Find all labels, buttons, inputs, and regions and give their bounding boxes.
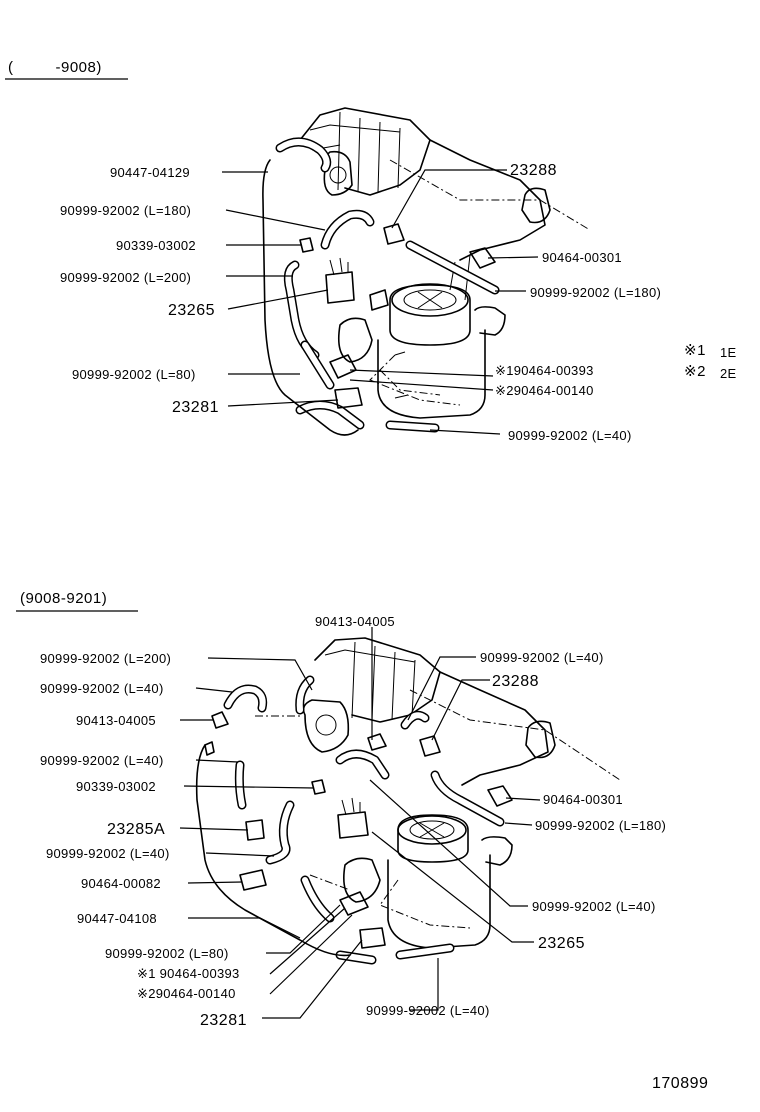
label-90999-92002-L80: 90999-92002 (L=80) [105,946,229,961]
label-90999-92002-L40-b: 90999-92002 (L=40) [40,753,164,768]
label-23288: 23288 [492,673,539,690]
label-23265: 23265 [168,302,215,319]
label-90339-03002: 90339-03002 [116,238,196,253]
label-90464-00082: 90464-00082 [81,876,161,891]
label-90464-00140: ※290464-00140 [137,986,236,1001]
legend-text-1: 1E [720,345,737,360]
hoses-2 [195,675,513,965]
legend: ※1 1E ※2 2E [684,342,737,381]
label-90447-04129: 90447-04129 [110,165,190,180]
label-23265: 23265 [538,935,585,952]
label-90447-04108: 90447-04108 [77,911,157,926]
label-90999-92002-L40-bottom: 90999-92002 (L=40) [366,1003,490,1018]
label-90339-03002: 90339-03002 [76,779,156,794]
label-23281: 23281 [200,1012,247,1029]
phantom-lines-2 [255,689,621,929]
leaders-2 [179,627,541,1019]
label-90999-92002-L200: 90999-92002 (L=200) [40,651,171,666]
label-90999-92002-L80: 90999-92002 (L=80) [72,367,196,382]
label-90464-00140: ※290464-00140 [495,383,594,398]
label-90999-92002-L40-c: 90999-92002 (L=40) [46,846,170,861]
section-2-header: (9008-9201) [20,590,107,607]
phantom-lines-1 [369,159,591,406]
label-90999-92002-L180-b: 90999-92002 (L=180) [530,285,661,300]
label-90999-92002-L200: 90999-92002 (L=200) [60,270,191,285]
leaders-1 [222,169,539,435]
legend-text-2: 2E [720,366,737,381]
label-90464-00301: 90464-00301 [542,250,622,265]
label-90413-04005-top: 90413-04005 [315,614,395,629]
label-90464-00393: ※1 90464-00393 [137,966,240,981]
label-90464-00301: 90464-00301 [543,792,623,807]
diagram-code: 170899 [652,1075,708,1092]
label-90464-00393: ※190464-00393 [495,363,594,378]
legend-mark-2: ※2 [684,363,706,380]
label-23288: 23288 [510,162,557,179]
label-90999-92002-L180-a: 90999-92002 (L=180) [60,203,191,218]
label-90999-92002-L40-a: 90999-92002 (L=40) [40,681,164,696]
label-23285A: 23285A [107,821,165,838]
label-90999-92002-L180: 90999-92002 (L=180) [535,818,666,833]
label-90413-04005-left: 90413-04005 [76,713,156,728]
legend-mark-1: ※1 [684,342,706,359]
label-23281: 23281 [172,399,219,416]
section-1-header: ( -9008) [8,59,102,76]
section-2: (9008-9201) [16,590,666,1029]
section-1: ( -9008) [5,59,661,443]
hoses-1 [262,137,500,436]
label-90999-92002-L40-d: 90999-92002 (L=40) [532,899,656,914]
label-90999-92002-L40-top-right: 90999-92002 (L=40) [480,650,604,665]
label-90999-92002-L40: 90999-92002 (L=40) [508,428,632,443]
